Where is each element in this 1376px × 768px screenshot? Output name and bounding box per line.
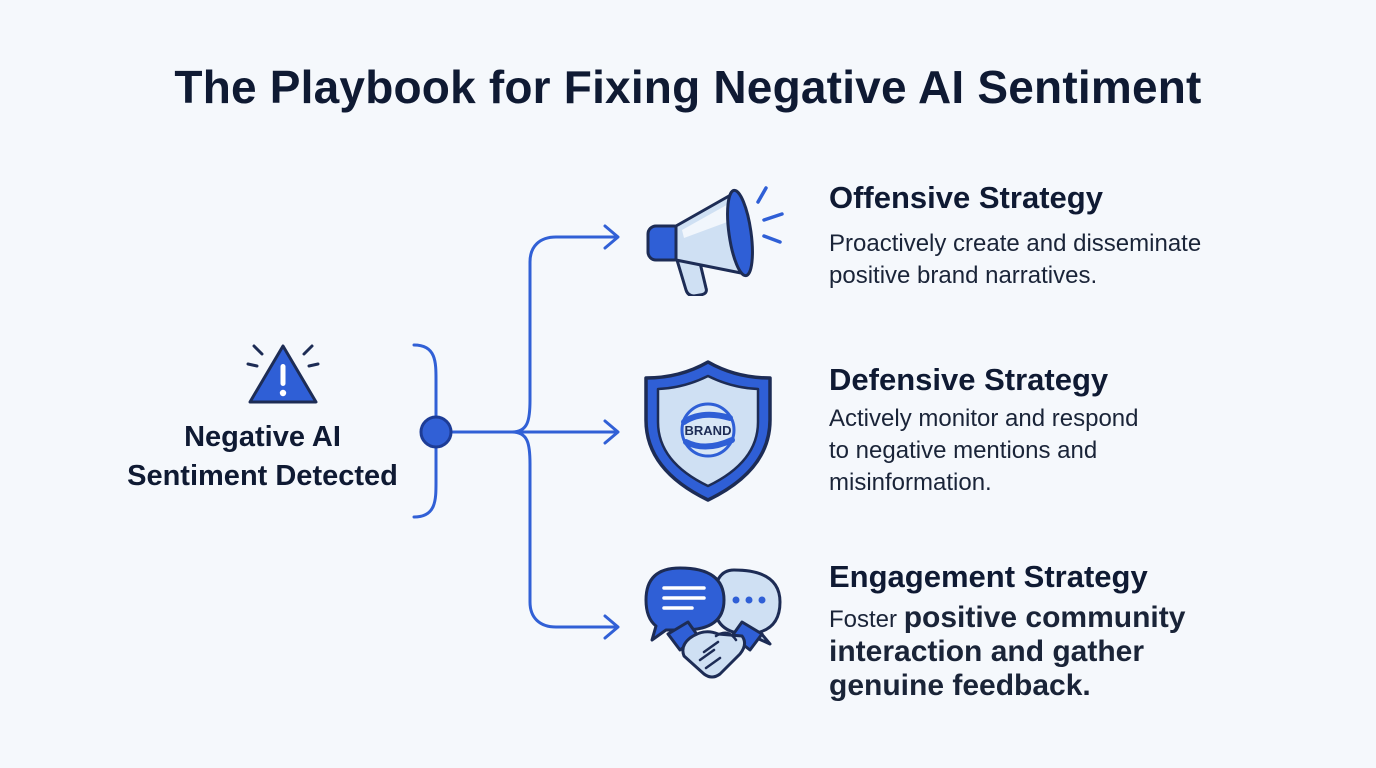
offensive-strategy-description: Proactively create and disseminate posit… (829, 230, 1202, 289)
brand-shield-icon: BRAND (644, 360, 772, 502)
branch-offensive (511, 235, 618, 434)
defensive-strategy-title: Defensive Strategy (829, 362, 1109, 397)
engagement-strategy-title: Engagement Strategy (829, 559, 1148, 594)
defensive-strategy-description: Actively monitor and respond to negative… (829, 405, 1139, 496)
engagement-strategy-description: Foster positive community interaction an… (829, 602, 1329, 704)
arrowhead-defensive (603, 419, 620, 445)
engagement-description-lead: Foster (829, 606, 904, 633)
shield-brand-text: BRAND (685, 423, 732, 438)
megaphone-icon (646, 186, 784, 296)
warning-triangle-icon (246, 344, 320, 404)
arrowhead-engagement (603, 614, 620, 640)
branch-engagement (511, 430, 618, 629)
engagement-description-emphasis: positive community interaction and gathe… (829, 601, 1186, 702)
page-title: The Playbook for Fixing Negative AI Sent… (174, 61, 1202, 113)
source-node (419, 415, 453, 449)
arrowhead-offensive (603, 224, 620, 250)
chat-handshake-icon (644, 566, 782, 679)
source-label: Negative AI Sentiment Detected (127, 421, 398, 492)
offensive-strategy-title: Offensive Strategy (829, 180, 1103, 215)
